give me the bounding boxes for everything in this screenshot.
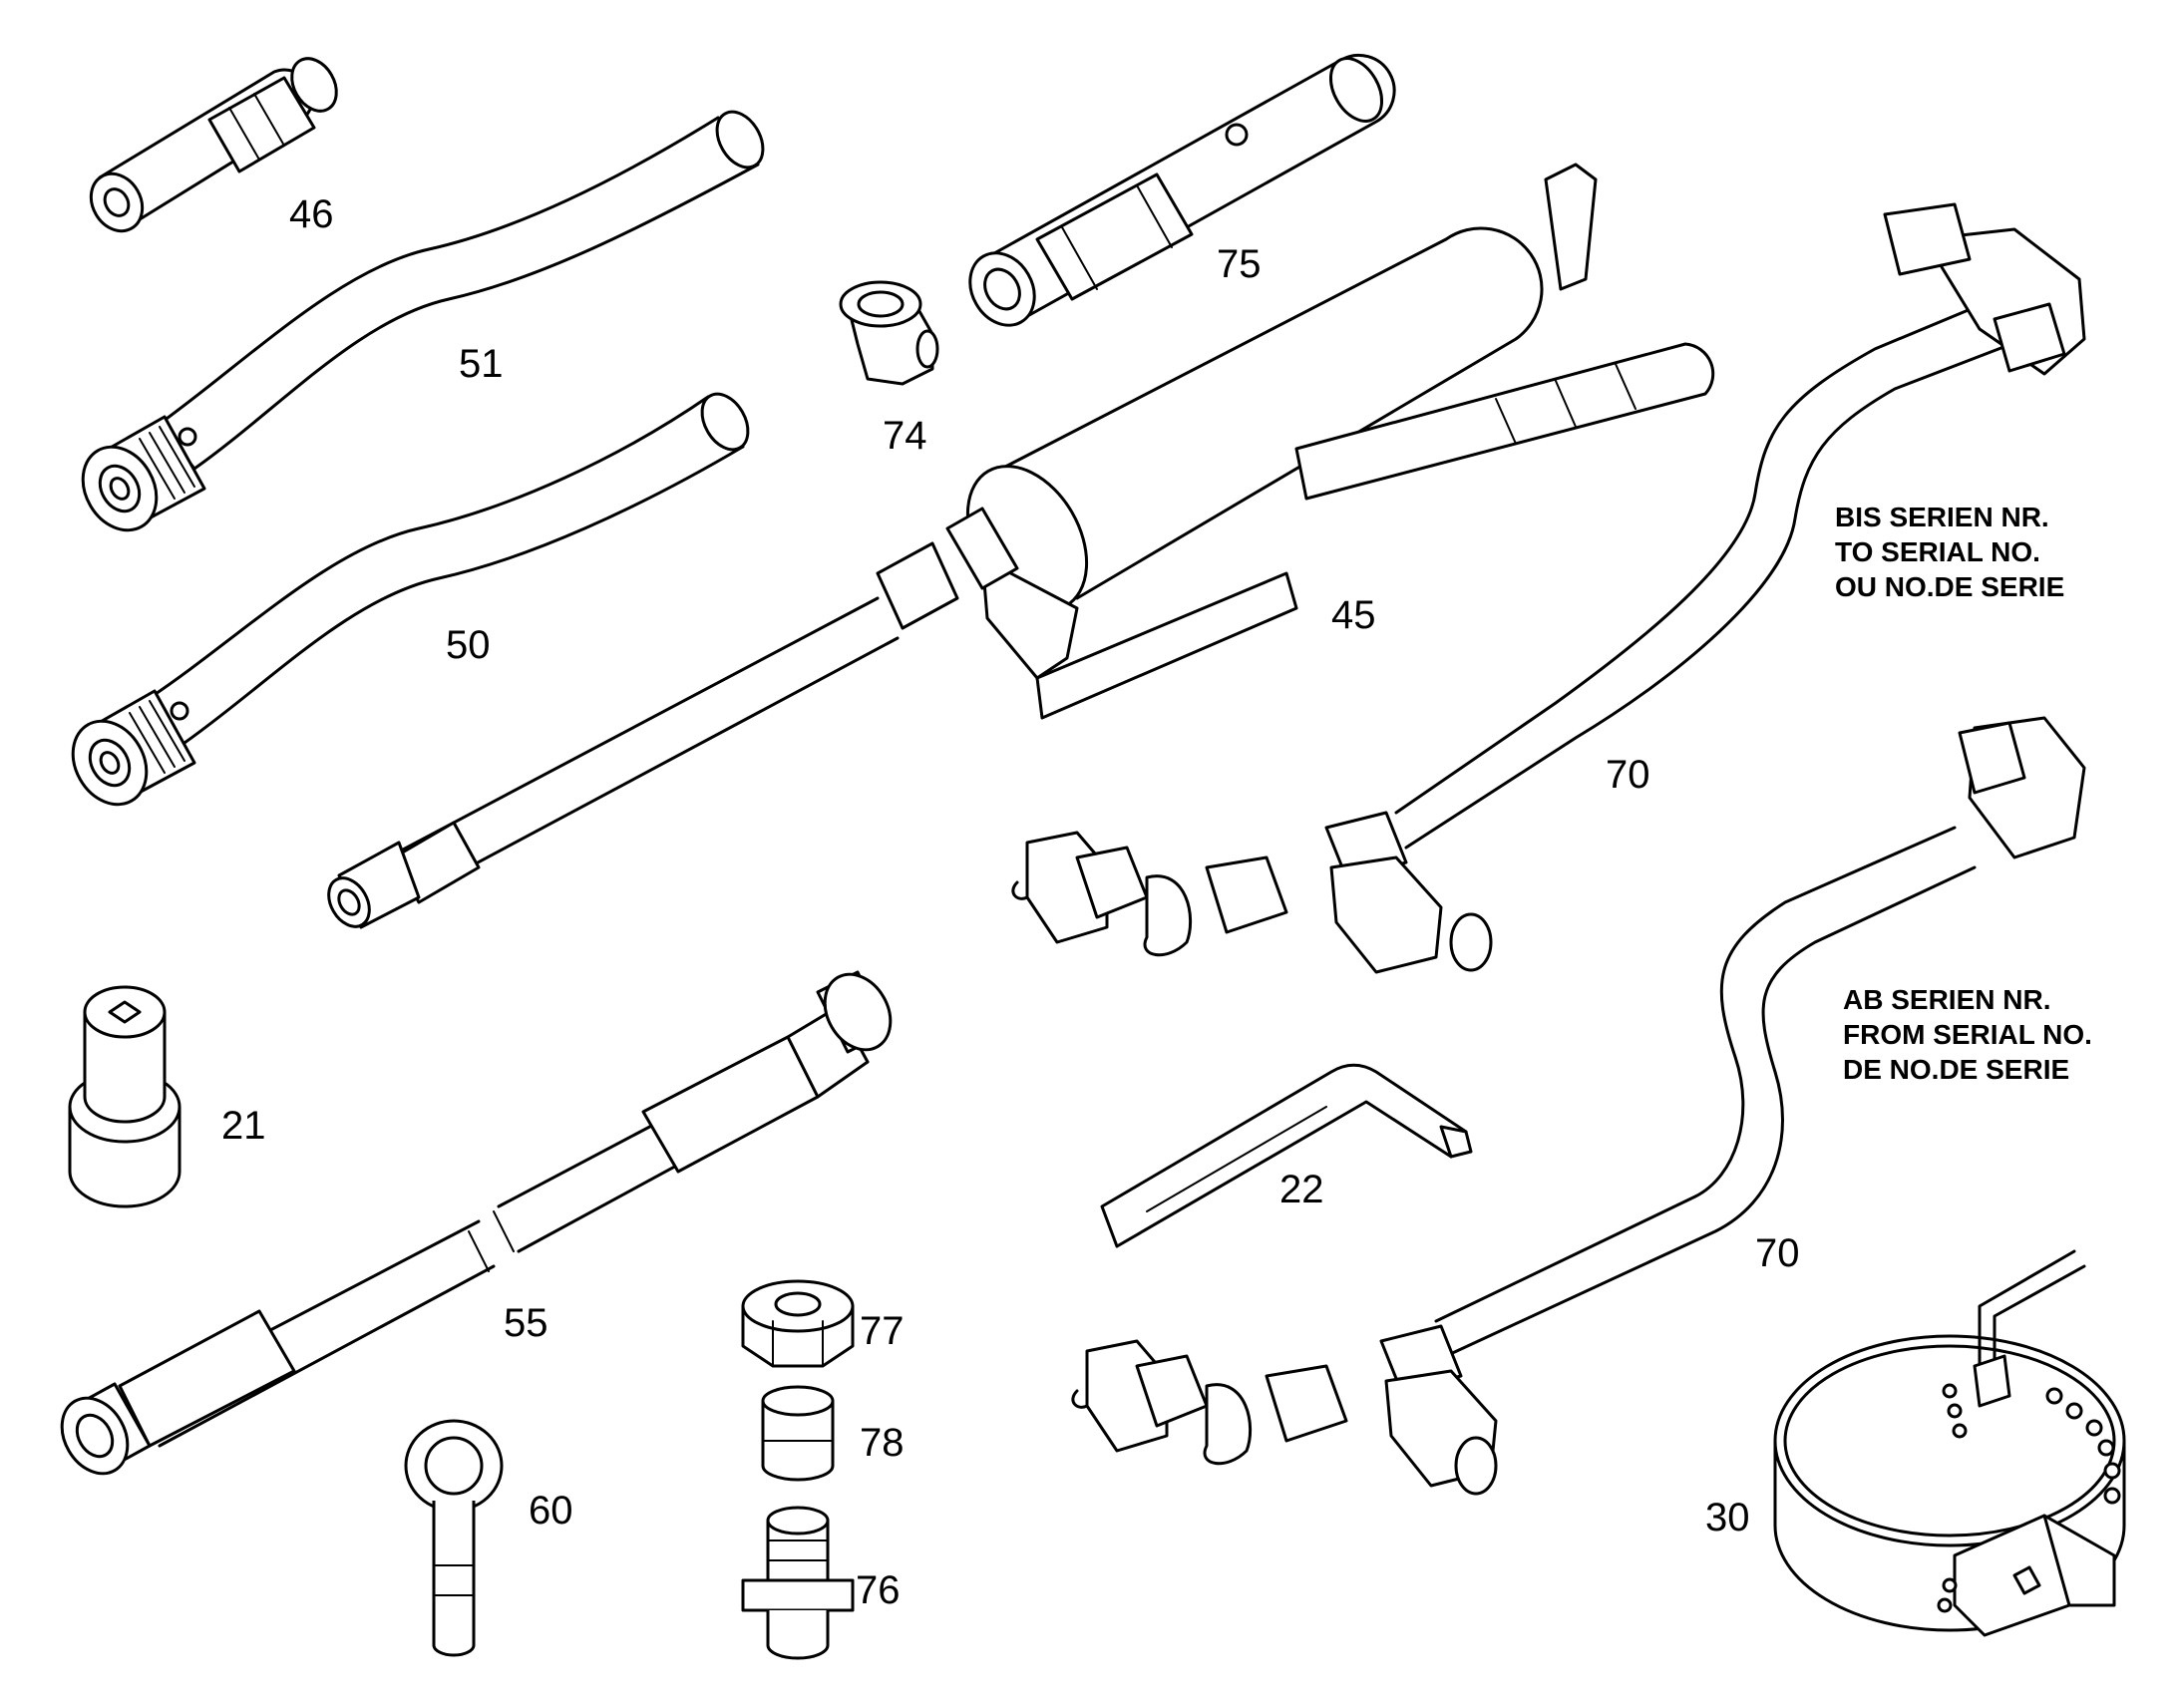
part-75-connector [968, 53, 1396, 327]
label-part-55: 55 [504, 1301, 548, 1345]
part-51-knurled-nut [81, 415, 206, 532]
serial-note-upper: BIS SERIEN NR. TO SERIAL NO. OU NO.DE SE… [1835, 502, 2064, 602]
part-labels: 46 51 50 74 75 45 70 70 21 55 22 77 78 7… [221, 192, 1800, 1612]
label-part-75: 75 [1217, 242, 1262, 286]
part-70-lower-line [1071, 716, 2086, 1496]
label-part-51: 51 [459, 342, 504, 386]
part-50-knurled-nut [71, 689, 196, 807]
label-part-30: 30 [1705, 1496, 1750, 1539]
part-22-hex-key [1100, 1063, 1473, 1248]
serial-note-lower-line-2: FROM SERIAL NO. [1843, 1019, 2092, 1050]
serial-note-lower-line-3: DE NO.DE SERIE [1843, 1054, 2069, 1085]
label-part-60: 60 [529, 1489, 573, 1533]
label-part-70-upper: 70 [1606, 753, 1650, 797]
serial-note-lower: AB SERIEN NR. FROM SERIAL NO. DE NO.DE S… [1843, 984, 2092, 1085]
label-part-45: 45 [1331, 593, 1376, 637]
part-77-nut [741, 1279, 855, 1368]
part-50-hose [71, 392, 750, 807]
serial-note-lower-line-1: AB SERIEN NR. [1843, 984, 2050, 1015]
label-part-46: 46 [289, 192, 334, 236]
serial-note-upper-line-3: OU NO.DE SERIE [1835, 571, 2064, 602]
part-51-hose [81, 110, 765, 532]
part-60-eye-bolt [404, 1419, 504, 1657]
part-45-grease-gun [327, 163, 1715, 929]
label-part-74: 74 [883, 414, 927, 458]
serial-note-upper-line-2: TO SERIAL NO. [1835, 536, 2040, 567]
part-30-band-clamp [1773, 1249, 2126, 1637]
label-part-77: 77 [860, 1309, 905, 1353]
label-part-50: 50 [446, 623, 491, 667]
label-part-78: 78 [860, 1421, 905, 1465]
part-74-elbow [839, 280, 939, 386]
label-part-70-lower: 70 [1755, 1231, 1800, 1275]
part-78-sleeve [761, 1385, 835, 1482]
label-part-21: 21 [221, 1104, 266, 1148]
serial-note-upper-line-1: BIS SERIEN NR. [1835, 502, 2049, 532]
label-part-76: 76 [856, 1568, 901, 1612]
part-46-adapter [89, 57, 338, 233]
part-70-upper-line [1011, 202, 2086, 974]
part-55-long-hose [60, 970, 893, 1476]
part-76-nipple [741, 1506, 855, 1660]
label-part-22: 22 [1279, 1168, 1324, 1211]
part-21-socket [68, 985, 182, 1208]
